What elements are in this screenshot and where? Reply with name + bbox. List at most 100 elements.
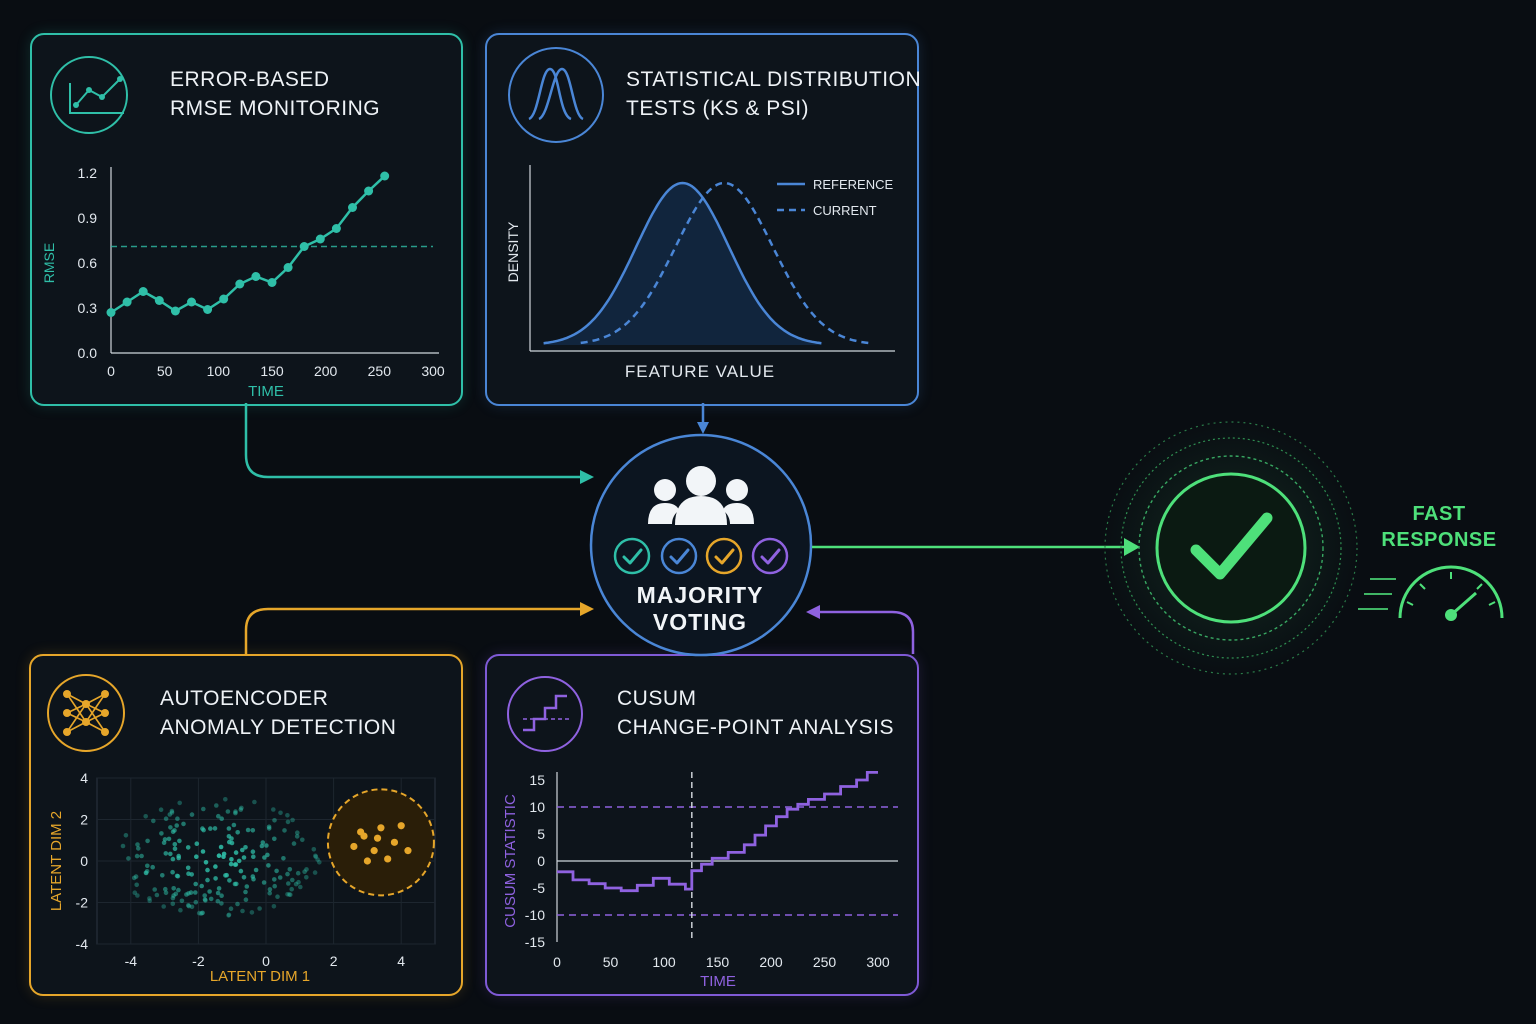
ae-y-tick-label: 2 xyxy=(80,812,88,828)
normal-point xyxy=(154,892,160,898)
rmse-data-point xyxy=(364,186,374,196)
legend-reference-label: REFERENCE xyxy=(813,177,894,192)
rmse-x-tick-label: 200 xyxy=(314,363,338,379)
normal-point xyxy=(288,892,293,897)
normal-point xyxy=(172,842,178,847)
rmse-data-point xyxy=(219,294,229,304)
rmse-y-tick-label: 0.0 xyxy=(78,345,98,361)
rmse-x-tick-label: 50 xyxy=(157,363,173,379)
normal-point xyxy=(188,890,194,895)
normal-point xyxy=(177,838,182,844)
normal-point xyxy=(311,847,317,852)
users-group-icon xyxy=(648,466,754,525)
normal-point xyxy=(240,908,245,914)
normal-point xyxy=(163,851,169,856)
rmse-x-tick-label: 300 xyxy=(421,363,445,379)
distribution-curves-icon xyxy=(508,47,604,143)
normal-point xyxy=(193,899,199,905)
rmse-data-point xyxy=(122,297,132,307)
rmse-x-tick-label: 100 xyxy=(207,363,231,379)
normal-point xyxy=(200,910,205,916)
normal-point xyxy=(133,874,139,879)
normal-point xyxy=(134,882,139,888)
normal-point xyxy=(265,852,270,858)
normal-point xyxy=(194,841,200,846)
normal-point xyxy=(200,849,206,854)
anomaly-cluster-boundary xyxy=(326,788,435,897)
vote-check-circle xyxy=(660,537,698,575)
normal-point xyxy=(163,816,169,821)
fast-response-line2: RESPONSE xyxy=(1381,529,1497,551)
vote-check-circle xyxy=(751,537,789,575)
autoencoder-title-line2: ANOMALY DETECTION xyxy=(160,716,397,739)
normal-point xyxy=(169,808,175,814)
rmse-data-point xyxy=(315,234,325,244)
normal-point xyxy=(147,898,152,903)
ae-x-tick-label: -4 xyxy=(125,953,138,969)
normal-point xyxy=(193,881,198,887)
normal-point xyxy=(236,858,242,864)
normal-point xyxy=(207,889,212,894)
cusum-series-line xyxy=(557,771,878,893)
dist-reference-curve xyxy=(543,181,822,345)
rmse-x-tick-label: 0 xyxy=(107,363,115,379)
normal-point xyxy=(208,896,214,902)
normal-point xyxy=(285,892,290,897)
normal-point xyxy=(290,877,295,883)
normal-point xyxy=(170,895,176,901)
normal-point xyxy=(131,875,137,881)
rmse-y-tick-label: 0.3 xyxy=(78,300,98,316)
cusum-y-tick-label: 15 xyxy=(529,772,545,788)
normal-point xyxy=(243,845,248,850)
normal-point xyxy=(244,884,250,889)
cusum-title-line1: CUSUM xyxy=(617,687,697,710)
speedometer-icon xyxy=(1358,565,1504,621)
cusum-y-tick-label: 5 xyxy=(537,826,545,842)
normal-point xyxy=(215,898,221,904)
normal-point xyxy=(189,872,194,877)
normal-point xyxy=(294,834,300,839)
normal-point xyxy=(302,869,307,874)
normal-point xyxy=(281,856,286,861)
normal-point xyxy=(152,887,157,892)
rmse-y-tick-label: 0.6 xyxy=(78,255,98,271)
normal-point xyxy=(251,854,256,859)
normal-point xyxy=(266,863,271,868)
cusum-connector-arrow xyxy=(818,610,915,654)
vote-check-icon xyxy=(760,548,781,565)
normal-point xyxy=(196,910,202,916)
normal-point xyxy=(259,843,265,849)
ae-x-axis-label: LATENT DIM 1 xyxy=(210,968,310,985)
normal-point xyxy=(239,805,244,811)
normal-point xyxy=(171,893,176,898)
normal-point xyxy=(226,826,232,831)
normal-point xyxy=(287,867,293,872)
normal-point xyxy=(245,827,251,833)
normal-point xyxy=(172,846,178,852)
normal-point xyxy=(202,897,208,902)
anomaly-point xyxy=(363,857,371,865)
normal-point xyxy=(223,797,228,802)
normal-point xyxy=(243,897,249,902)
normal-point xyxy=(177,800,182,806)
normal-point xyxy=(158,807,164,812)
normal-point xyxy=(194,854,199,859)
ae-y-tick-label: 4 xyxy=(80,770,88,786)
normal-point xyxy=(304,875,309,880)
normal-point xyxy=(286,881,291,886)
step-function-icon xyxy=(507,676,583,752)
normal-point xyxy=(290,817,295,823)
normal-point xyxy=(202,893,207,898)
normal-point xyxy=(169,810,175,815)
normal-point xyxy=(272,836,277,842)
vote-check-circle xyxy=(705,537,743,575)
normal-point xyxy=(170,856,176,862)
normal-point xyxy=(186,903,192,909)
rmse-x-axis-label: TIME xyxy=(248,383,284,400)
cusum-panel-title: CUSUM CHANGE-POINT ANALYSIS xyxy=(617,684,894,742)
dist-current-curve xyxy=(580,181,873,345)
anomaly-point xyxy=(377,824,385,832)
